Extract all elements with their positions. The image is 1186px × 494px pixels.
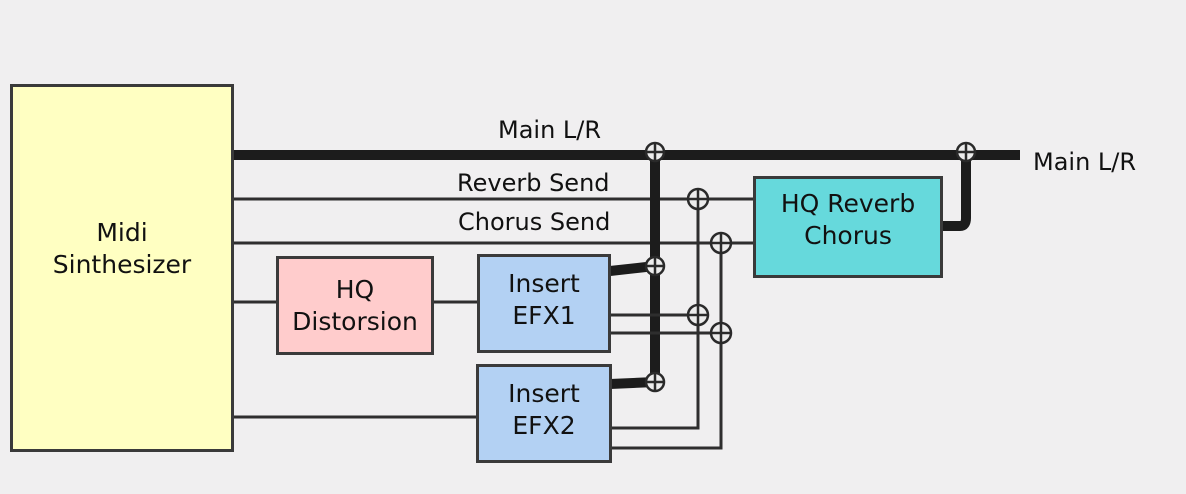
reverb-send-label: Reverb Send <box>457 169 610 197</box>
junction-main-insert <box>644 141 666 163</box>
main-lr-output-label: Main L/R <box>1033 148 1137 176</box>
insert-efx2-block: Insert EFX2 <box>476 364 612 463</box>
hq-distortion-block: HQ Distorsion <box>276 256 434 355</box>
midi-synthesizer-block: Midi Sinthesizer <box>10 84 234 452</box>
efx2-chorus-send-wire <box>610 243 723 450</box>
block-label-line: Chorus <box>804 221 892 250</box>
reverb-chorus-stereo-out <box>940 155 971 231</box>
junction-efx1-reverb <box>686 303 710 327</box>
block-label-line: HQ Reverb <box>780 189 916 218</box>
block-label-line: HQ <box>335 274 375 304</box>
junction-chorus-send <box>709 231 733 255</box>
junction-main-reverb-chorus <box>955 141 977 163</box>
junction-efx1-main <box>644 255 666 277</box>
block-label-line: Insert <box>508 268 580 298</box>
efx2-reverb-send-wire <box>610 199 700 430</box>
block-label-line: Midi <box>96 218 148 247</box>
block-label-line: EFX1 <box>512 300 576 330</box>
junction-efx1-chorus <box>709 321 733 345</box>
insert-efx1-block: Insert EFX1 <box>477 254 611 353</box>
junction-efx2-main <box>644 371 666 393</box>
junction-reverb-send <box>686 187 710 211</box>
hq-reverb-chorus-block: HQ Reverb Chorus <box>753 176 943 278</box>
block-label-line: EFX2 <box>512 410 576 440</box>
chorus-send-label: Chorus Send <box>458 208 611 236</box>
main-lr-label: Main L/R <box>498 116 602 144</box>
block-label-line: Distorsion <box>292 306 418 336</box>
block-label-line: Insert <box>508 378 580 408</box>
block-label-line: Sinthesizer <box>52 250 192 279</box>
